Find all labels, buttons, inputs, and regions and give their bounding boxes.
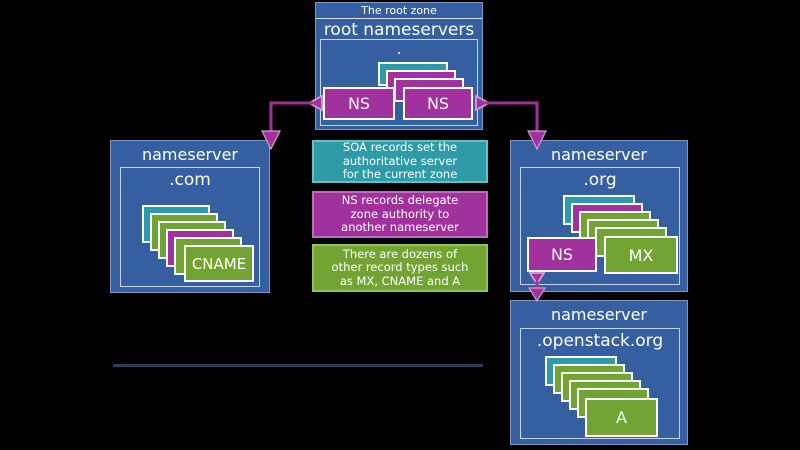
legend-line: There are dozens of (342, 246, 458, 261)
root-dot-label: . (396, 40, 402, 58)
root-box-title: root nameservers (323, 20, 475, 40)
legend-line: zone authority to (350, 206, 450, 221)
ns-record-card: NS (323, 87, 395, 120)
legend-line: NS records delegate (341, 193, 459, 208)
legend-line: SOA records set the (342, 140, 458, 155)
org-zone-label: .org (583, 170, 617, 190)
cname-record-card: CNAME (184, 245, 254, 282)
openstack-box-title: nameserver (550, 305, 648, 324)
org-zone-inner-box: .org (520, 167, 680, 285)
ns-record-card: NS (403, 87, 473, 120)
legend-line: another nameserver (341, 220, 459, 235)
legend-line: other record types such (331, 260, 469, 275)
root-zone-inner-box: . (320, 39, 478, 126)
root-zone-label: The root zone (316, 3, 482, 19)
legend-line: as MX, CNAME and A (339, 273, 461, 288)
com-zone-inner-box: .com (120, 167, 260, 287)
com-box-title: nameserver (141, 145, 239, 164)
openstack-zone-label: .openstack.org (536, 331, 664, 351)
legend-soa-records: SOA records set the authoritative server… (312, 140, 488, 183)
ns-record-card: NS (527, 237, 597, 272)
legend-line: authoritative server (342, 153, 458, 168)
mx-record-card: MX (604, 236, 678, 274)
com-zone-label: .com (169, 170, 211, 190)
legend-other-records: There are dozens of other record types s… (312, 244, 488, 292)
legend-line: for the current zone (342, 167, 458, 182)
org-box-title: nameserver (550, 145, 648, 164)
divider-line (113, 364, 483, 367)
a-record-card: A (585, 398, 658, 437)
openstack-zone-inner-box: .openstack.org (520, 328, 680, 439)
legend-ns-records: NS records delegate zone authority to an… (312, 191, 488, 238)
